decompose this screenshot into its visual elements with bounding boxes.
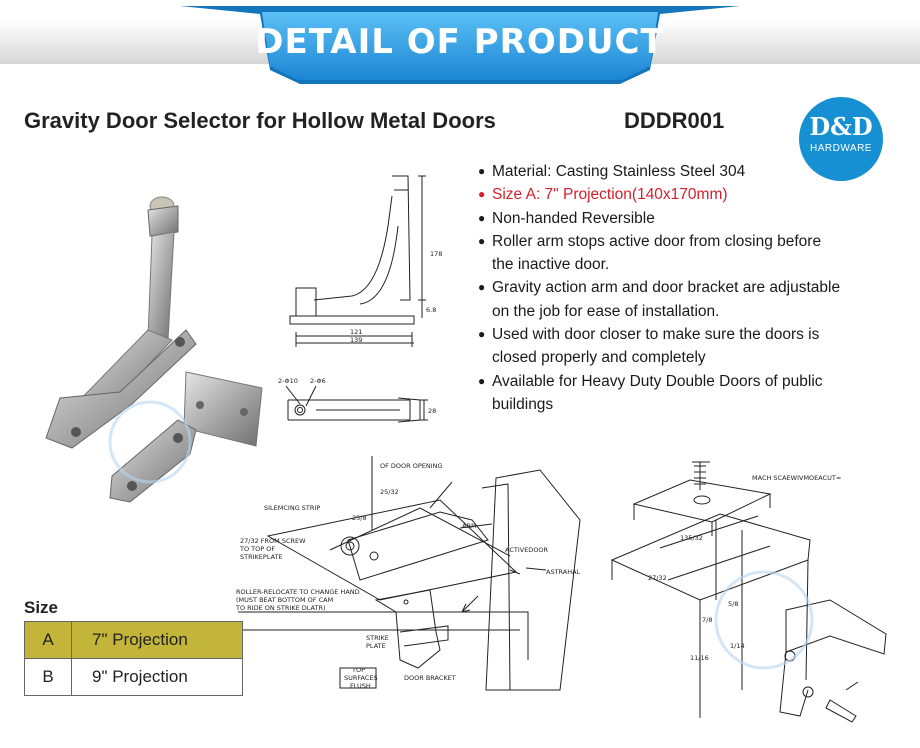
bullet-icon: ●	[478, 327, 486, 342]
feature-item-continued: on the job for ease of installation.	[492, 302, 720, 320]
svg-text:27/32 FROM SCREW: 27/32 FROM SCREW	[240, 537, 306, 545]
svg-text:2-Φ10: 2-Φ10	[278, 377, 298, 385]
svg-text:7/8: 7/8	[702, 616, 712, 624]
bullet-icon: ●	[478, 187, 486, 202]
svg-text:121: 121	[350, 328, 362, 336]
svg-text:6.8: 6.8	[426, 306, 436, 314]
brand-logo: D&D HARDWARE	[799, 97, 883, 181]
feature-item: ●Size A: 7" Projection(140x170mm)	[478, 183, 898, 206]
size-value: 9" Projection	[71, 658, 243, 696]
svg-text:ACTIVEDOOR: ACTIVEDOOR	[505, 546, 549, 554]
size-row-b: B 9" Projection	[24, 658, 243, 696]
installation-drawing	[238, 456, 581, 691]
size-row-a: A 7" Projection	[24, 621, 243, 659]
bracket-labels: MACH SCAEWIVMOEACUT= 135/32 27/32 7/8 5/…	[648, 474, 841, 662]
svg-text:25/8: 25/8	[352, 514, 367, 522]
feature-item-continued: closed properly and completely	[492, 349, 706, 367]
bullet-icon: ●	[478, 373, 486, 388]
feature-item: ●Available for Heavy Duty Double Doors o…	[478, 370, 898, 393]
svg-text:MACH SCAEWIVMOEACUT=: MACH SCAEWIVMOEACUT=	[752, 474, 841, 482]
feature-list: ●Material: Casting Stainless Steel 304 ●…	[478, 160, 898, 416]
svg-text:25/32: 25/32	[380, 488, 399, 496]
feature-item-continued: buildings	[492, 395, 554, 413]
banner-title: DETAIL OF PRODUCT	[255, 22, 665, 62]
bullet-icon: ●	[478, 280, 486, 295]
size-key: A	[24, 621, 72, 659]
size-heading: Size	[24, 598, 59, 617]
logo-subtitle: HARDWARE	[810, 143, 872, 154]
svg-text:ASTRAHAL: ASTRAHAL	[546, 568, 581, 576]
svg-text:DOOR BRACKET: DOOR BRACKET	[404, 674, 456, 682]
svg-text:2-Φ6: 2-Φ6	[310, 377, 326, 385]
svg-text:SILEMCING STRIP: SILEMCING STRIP	[264, 504, 320, 512]
svg-text:5/8: 5/8	[728, 600, 738, 608]
svg-text:PLATE: PLATE	[366, 642, 386, 650]
size-value: 7" Projection	[71, 621, 243, 659]
svg-text:11/16: 11/16	[690, 654, 709, 662]
feature-item: ●Used with door closer to make sure the …	[478, 323, 898, 346]
feature-item: ●Gravity action arm and door bracket are…	[478, 276, 898, 299]
bullet-icon: ●	[478, 210, 486, 225]
svg-text:ARM: ARM	[462, 522, 477, 530]
svg-text:STRIKEPLATE: STRIKEPLATE	[240, 553, 283, 561]
installation-labels: OF DOOR OPENING SILEMCING STRIP 25/32 25…	[235, 462, 581, 690]
svg-text:178: 178	[430, 250, 442, 258]
svg-text:139: 139	[350, 336, 362, 344]
bullet-icon: ●	[478, 233, 486, 248]
svg-text:OF DOOR OPENING: OF DOOR OPENING	[380, 462, 443, 470]
svg-text:ROLLER-RELOCATE TO CHANGE HAND: ROLLER-RELOCATE TO CHANGE HAND	[236, 588, 360, 596]
svg-text:TOP: TOP	[351, 666, 365, 674]
product-photo	[45, 196, 263, 503]
svg-text:27/32: 27/32	[648, 574, 667, 582]
bracket-drawing	[610, 461, 887, 723]
feature-item: ●Roller arm stops active door from closi…	[478, 230, 898, 253]
svg-text:SURFACES: SURFACES	[344, 674, 378, 682]
header-banner	[0, 6, 920, 84]
svg-text:1/14: 1/14	[730, 642, 745, 650]
product-code: DDDR001	[624, 108, 725, 133]
svg-text:TO RIDE ON STRIKE DLATR): TO RIDE ON STRIKE DLATR)	[235, 604, 326, 612]
feature-item-continued: the inactive door.	[492, 256, 610, 274]
svg-text:28: 28	[428, 407, 436, 415]
svg-text:STRIKE: STRIKE	[366, 634, 389, 642]
side-view-drawing	[285, 175, 428, 423]
product-title: Gravity Door Selector for Hollow Metal D…	[24, 108, 496, 133]
svg-text:(MUST BEAT BOTTOM OF CAM: (MUST BEAT BOTTOM OF CAM	[236, 596, 333, 604]
feature-item: ●Non-handed Reversible	[478, 207, 898, 230]
side-view-labels: 178 6.8 121 139 2-Φ10 2-Φ6 28	[278, 250, 442, 415]
svg-text:FLUSH: FLUSH	[350, 682, 371, 690]
bullet-icon: ●	[478, 164, 486, 178]
size-table: A 7" Projection B 9" Projection	[24, 621, 243, 696]
feature-item: ●Material: Casting Stainless Steel 304	[478, 160, 898, 183]
svg-text:TO TOP OF: TO TOP OF	[239, 545, 275, 553]
size-key: B	[24, 658, 72, 696]
logo-name: D&D	[809, 112, 873, 141]
svg-text:135/32: 135/32	[680, 534, 703, 542]
